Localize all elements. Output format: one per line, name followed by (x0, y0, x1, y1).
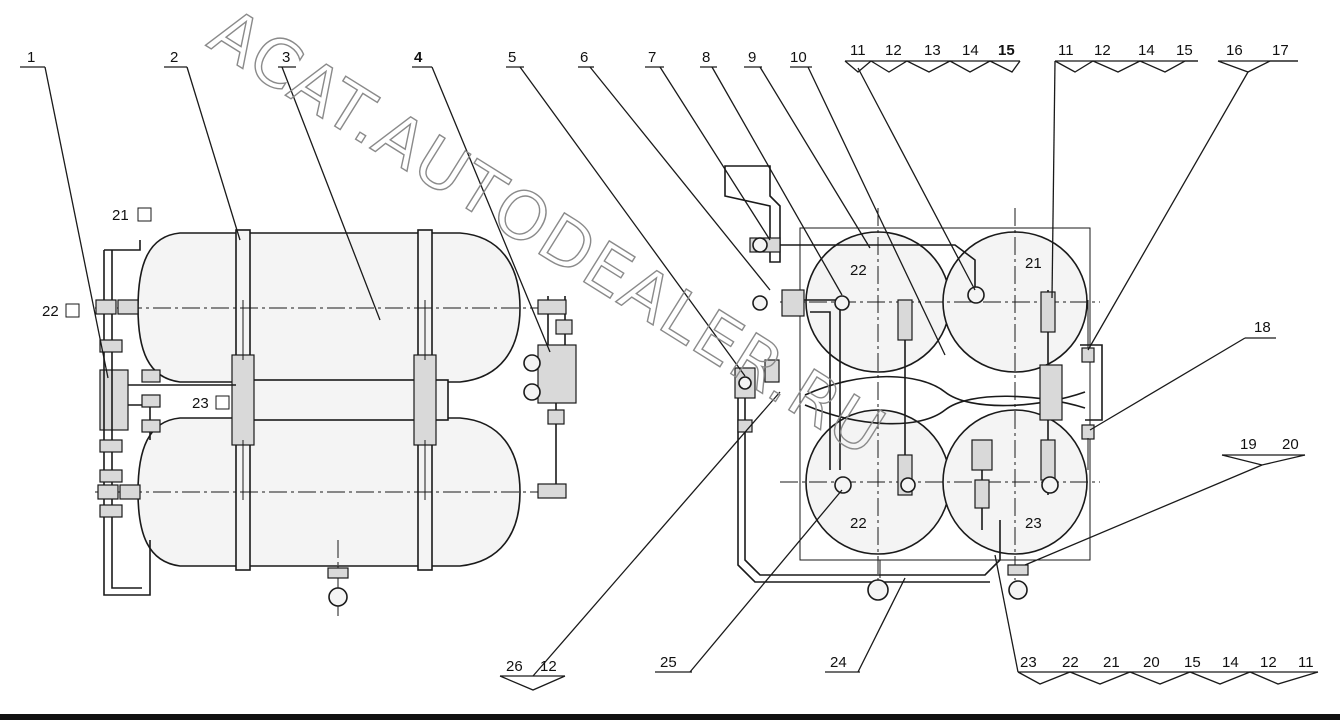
group-b-15: 15 (1176, 42, 1193, 59)
callout-26: 26 (506, 658, 523, 675)
group-a-15: 15 (998, 42, 1015, 59)
left-view-tags: 21 22 23 (42, 207, 230, 412)
tank-label-21: 21 (1025, 255, 1042, 272)
tank-label-22-top: 22 (850, 262, 867, 279)
tank-section-labels: 22 21 22 23 (850, 255, 1042, 532)
group-e-15: 15 (1184, 654, 1201, 671)
group-e-12: 12 (1260, 654, 1277, 671)
tank-connector (235, 379, 449, 421)
group-e-20: 20 (1143, 654, 1160, 671)
strap-clamp-r (413, 354, 437, 446)
callout-4: 4 (414, 49, 423, 66)
left-view (95, 229, 577, 620)
group-a-11: 11 (850, 42, 866, 59)
group-e-21: 21 (1103, 654, 1120, 671)
leader-lines (20, 60, 1319, 691)
callout-5: 5 (508, 49, 516, 66)
group-b-14: 14 (1138, 42, 1155, 59)
group-a-13: 13 (924, 42, 941, 59)
callout-1: 1 (27, 49, 35, 66)
callout-20: 20 (1282, 436, 1299, 453)
tag-22: 22 (42, 303, 59, 320)
callout-7: 7 (648, 49, 656, 66)
group-b-11: 11 (1058, 42, 1074, 59)
tag-23: 23 (192, 395, 209, 412)
tank-label-22-bottom: 22 (850, 515, 867, 532)
callout-18: 18 (1254, 319, 1271, 336)
right-protection-valve (537, 344, 577, 404)
group-e-14: 14 (1222, 654, 1239, 671)
callout-6: 6 (580, 49, 588, 66)
callout-10: 10 (790, 49, 807, 66)
bottom-border (0, 714, 1340, 720)
callout-labels: 1 2 3 4 5 6 7 8 9 10 11 12 13 14 15 11 1… (27, 42, 1314, 675)
group-b-12: 12 (1094, 42, 1111, 59)
right-valve-body (1039, 364, 1063, 421)
callout-16: 16 (1226, 42, 1243, 59)
callout-25: 25 (660, 654, 677, 671)
callout-9: 9 (748, 49, 756, 66)
callout-3: 3 (282, 49, 290, 66)
callout-2: 2 (170, 49, 178, 66)
strap-clamp-l (231, 354, 255, 446)
group-e-11: 11 (1298, 654, 1314, 671)
group-e-22: 22 (1062, 654, 1079, 671)
right-view (724, 165, 1103, 601)
group-a-12: 12 (885, 42, 902, 59)
callout-17: 17 (1272, 42, 1289, 59)
callout-24: 24 (830, 654, 847, 671)
callout-19: 19 (1240, 436, 1257, 453)
callout-8: 8 (702, 49, 710, 66)
tank-label-23: 23 (1025, 515, 1042, 532)
tag-21: 21 (112, 207, 129, 224)
callout-12-left: 12 (540, 658, 557, 675)
group-e-23: 23 (1020, 654, 1037, 671)
group-a-14: 14 (962, 42, 979, 59)
